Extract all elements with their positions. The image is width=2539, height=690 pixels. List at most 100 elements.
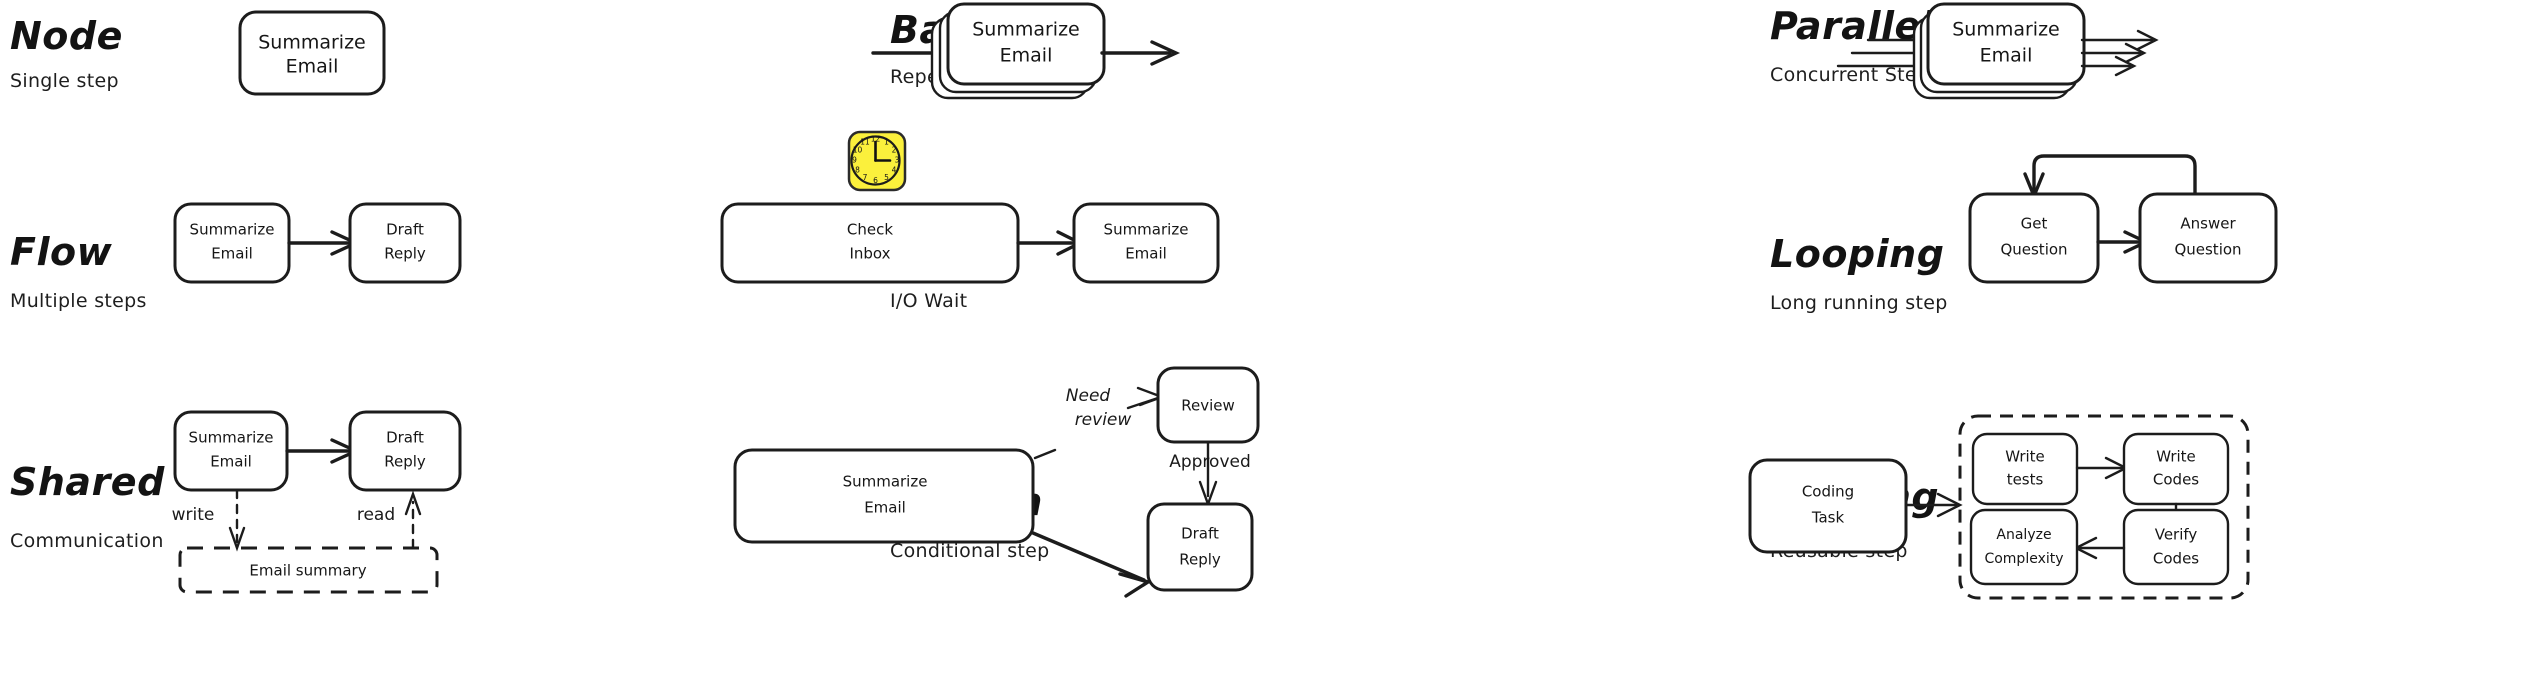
nesting-box-write-codes[interactable] (2122, 432, 2230, 506)
looping-box1-label-line1: Get (2021, 215, 2048, 233)
looping-feedback-edge (2032, 154, 2197, 243)
async-box2-label-line2: Email (1125, 245, 1167, 263)
looping-box2-label-line2: Question (2174, 241, 2241, 259)
parallel-output-arrowhead-1 (2136, 29, 2159, 51)
nesting-box-write-codes-label-line1: Write (2156, 448, 2196, 466)
node-box-label-line2: Email (286, 56, 339, 78)
node-diagram: Summarize Email (0, 0, 846, 230)
branch-box1-label-line2: Email (864, 499, 906, 517)
panel-parallel: Parallel Concurrent Steps Summarize Emai… (1760, 0, 2539, 230)
branch-box1-label-line1: Summarize (843, 473, 928, 491)
panel-nesting: Nesting Reusable step Coding Task Write … (1748, 400, 2539, 630)
batch-box-summarize-email[interactable] (946, 2, 1106, 86)
shared-box1-label-line2: Email (210, 453, 252, 471)
parallel-output-arrowhead-2 (2124, 42, 2147, 64)
node-box-summarize-email[interactable] (238, 10, 386, 96)
panel-node: Node Single step Summarize Email (0, 0, 846, 230)
panel-subtitle-shared: Communication (10, 530, 164, 552)
panel-batch: Batch Repeat steps Summarize Email (871, 0, 1726, 230)
nesting-subflow-container[interactable] (1958, 414, 2250, 600)
branch-edge-need-label: Need (1066, 386, 1111, 406)
looping-box-get-question[interactable] (1968, 192, 2100, 284)
shared-edge-write-label: write (172, 505, 215, 525)
shared-box1-label-line1: Summarize (189, 429, 274, 447)
branch-diagram: Summarize Email Need review Review Appro… (733, 366, 1726, 630)
panel-subtitle-looping: Long running step (1770, 292, 1948, 314)
nesting-box-verify-codes-label-line2: Codes (2153, 550, 2199, 568)
parallel-box-label-line1: Summarize (1952, 19, 2060, 41)
async-box-check-inbox[interactable] (720, 202, 1020, 284)
svg-text:9: 9 (852, 156, 857, 165)
shared-box-draft-reply[interactable] (348, 410, 462, 492)
parallel-diagram: Summarize Email (1760, 0, 2539, 230)
nesting-box-analyze-label-line2: Complexity (1984, 551, 2063, 567)
nesting-box-write-codes-label-line2: Codes (2153, 471, 2199, 489)
svg-text:10: 10 (853, 146, 863, 155)
panel-subtitle-branch: Conditional step (890, 540, 1050, 562)
nesting-edge-into-subflow-arrowhead (1936, 492, 1963, 518)
panel-title-flow: Flow (10, 230, 113, 274)
svg-text:3: 3 (895, 156, 900, 165)
batch-output-arrowhead (1150, 40, 1181, 66)
panel-subtitle-parallel: Concurrent Steps (1770, 64, 1940, 86)
looping-box1-label-line2: Question (2000, 241, 2067, 259)
parallel-box-summarize-email[interactable] (1926, 2, 2086, 86)
flow-box2-label-line1: Draft (386, 221, 424, 239)
branch-box-draft-reply[interactable] (1146, 502, 1254, 592)
panel-shared: Shared Communication Summarize Email Dra… (0, 400, 846, 630)
nesting-box-write-tests[interactable] (1971, 432, 2079, 506)
branch-edge-need-review-stub (1033, 448, 1057, 460)
panel-looping: Looping Long running step Get Question A… (1760, 154, 2539, 410)
flow-box1-label-line1: Summarize (190, 221, 275, 239)
shared-edge-write-arrowhead (228, 526, 246, 552)
shared-edge-read-label: read (357, 505, 395, 525)
nesting-box-coding-task-label-line2: Task (1811, 509, 1845, 527)
nesting-box-coding-task-label-line1: Coding (1802, 483, 1854, 501)
branch-box-summarize-email[interactable] (733, 448, 1035, 544)
flow-box-draft-reply[interactable] (348, 202, 462, 284)
panel-branch: Branch Conditional step Summarize Email … (733, 366, 1726, 630)
shared-store-box[interactable] (178, 546, 439, 594)
svg-text:12: 12 (871, 135, 881, 144)
svg-text:7: 7 (863, 173, 868, 182)
branch-edge-review-label: review (1075, 410, 1132, 430)
batch-diagram: Summarize Email (871, 0, 1726, 230)
async-box2-label-line1: Summarize (1104, 221, 1189, 239)
branch-box2-label: Review (1181, 397, 1235, 415)
svg-text:8: 8 (855, 166, 860, 175)
branch-edge-direct (1031, 531, 1146, 582)
shared-box2-label-line1: Draft (386, 429, 424, 447)
shared-box-summarize-email[interactable] (173, 410, 289, 492)
nesting-box-coding-task[interactable] (1748, 458, 1908, 554)
svg-text:6: 6 (873, 176, 878, 185)
branch-edge-approved-label: Approved (1169, 452, 1251, 472)
batch-box-label-line2: Email (1000, 45, 1053, 67)
shared-box2-label-line2: Reply (384, 453, 426, 471)
panel-title-node: Node (10, 14, 123, 58)
looping-diagram: Get Question Answer Question (1760, 154, 2539, 410)
looping-box2-label-line1: Answer (2180, 215, 2236, 233)
shared-store-label: Email summary (249, 562, 366, 580)
nesting-box-analyze-complexity[interactable] (1969, 508, 2079, 586)
svg-text:11: 11 (860, 138, 870, 147)
nesting-box-write-tests-label-line1: Write (2005, 448, 2045, 466)
flow-box1-label-line2: Email (211, 245, 253, 263)
async-box-summarize-email[interactable] (1072, 202, 1220, 284)
parallel-output-arrowhead-3 (2114, 55, 2137, 77)
parallel-box-label-line2: Email (1980, 45, 2033, 67)
svg-text:1: 1 (884, 138, 889, 147)
nesting-box-verify-codes[interactable] (2122, 508, 2230, 586)
panel-subtitle-node: Single step (10, 70, 119, 92)
flow-box-summarize-email[interactable] (173, 202, 291, 284)
flow-box2-label-line2: Reply (384, 245, 426, 263)
svg-text:2: 2 (892, 146, 897, 155)
looping-box-answer-question[interactable] (2138, 192, 2278, 284)
nesting-box-write-tests-label-line2: tests (2007, 471, 2044, 489)
async-diagram: Check Inbox Summarize Email 12 1 2 3 (720, 130, 1726, 410)
branch-edge-direct-arrowhead (1118, 572, 1153, 598)
panel-subtitle-async: I/O Wait (890, 290, 968, 312)
nesting-box-verify-codes-label-line1: Verify (2155, 526, 2198, 544)
panel-title-shared: Shared (10, 460, 165, 504)
async-box1-label-line2: Inbox (849, 245, 890, 263)
